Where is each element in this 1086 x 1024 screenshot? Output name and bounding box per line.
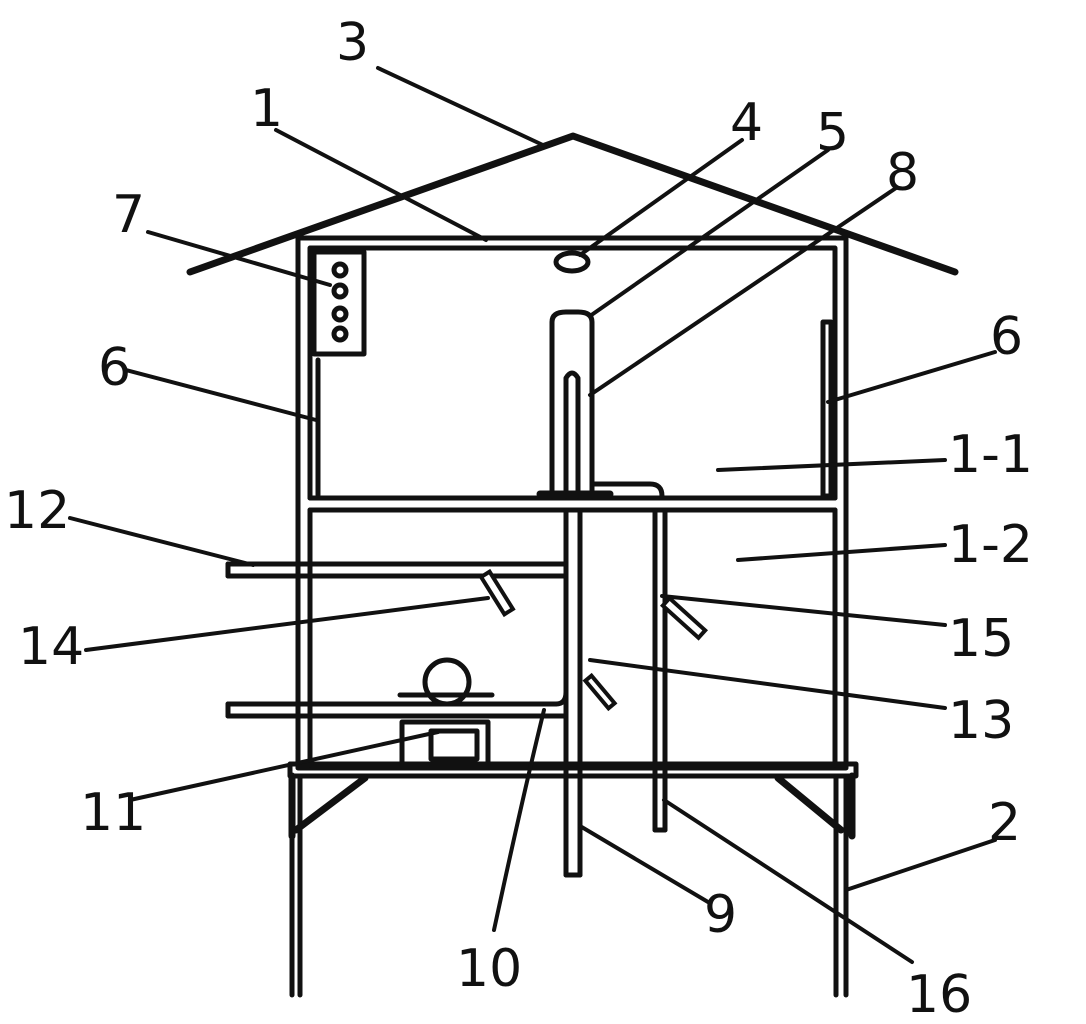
label-6-right: 6	[990, 307, 1023, 367]
label-15: 15	[948, 609, 1014, 669]
leader-5	[588, 148, 830, 318]
base-frame	[287, 761, 859, 779]
panel-knob-2	[331, 282, 349, 300]
leader-16	[662, 798, 914, 964]
leader-4	[578, 138, 744, 257]
control-panel	[311, 249, 367, 357]
label-1: 1	[250, 79, 283, 139]
leader-10	[492, 708, 546, 932]
panel-knob-1	[331, 261, 349, 279]
label-6-left: 6	[98, 338, 131, 398]
leader-1	[274, 128, 488, 242]
leader-12	[68, 516, 255, 567]
leader-1-1	[716, 458, 947, 472]
label-3: 3	[336, 13, 369, 73]
tray-corner	[553, 689, 569, 707]
pump-dome	[422, 657, 472, 707]
label-14: 14	[18, 617, 84, 677]
leader-7	[146, 230, 332, 287]
brace-right	[774, 774, 845, 834]
center-column	[549, 309, 595, 499]
nozzle-15	[659, 595, 709, 641]
column-slot	[563, 370, 581, 499]
leader-15	[660, 594, 947, 627]
label-10: 10	[456, 939, 522, 999]
leader-6-right	[826, 350, 997, 404]
label-9: 9	[704, 885, 737, 945]
label-4: 4	[730, 93, 763, 153]
leader-14	[84, 596, 490, 652]
leader-11	[128, 730, 440, 802]
pump-box	[428, 728, 480, 762]
label-16: 16	[906, 965, 972, 1024]
leader-6-left	[124, 368, 318, 422]
leader-9	[578, 824, 710, 904]
panel-knob-3	[331, 305, 349, 323]
label-5: 5	[816, 103, 849, 163]
nozzle-14	[478, 568, 516, 618]
nozzle-13	[582, 672, 618, 712]
lamp	[553, 250, 591, 274]
label-13: 13	[948, 691, 1014, 751]
roof	[186, 132, 959, 276]
leader-8	[588, 186, 898, 397]
panel-knob-4	[331, 325, 349, 343]
brace-left	[292, 774, 369, 834]
label-1-1: 1-1	[948, 425, 1033, 485]
leader-13	[588, 658, 947, 710]
label-1-2: 1-2	[948, 515, 1033, 575]
label-2: 2	[988, 793, 1021, 853]
leader-1-2	[736, 543, 947, 562]
label-7: 7	[112, 185, 145, 245]
sensor-right	[820, 319, 834, 499]
label-12: 12	[4, 481, 70, 541]
leader-2	[844, 838, 997, 892]
label-11: 11	[80, 783, 146, 843]
leader-3	[376, 66, 547, 148]
housing-outer-wall	[295, 235, 849, 771]
label-8: 8	[886, 143, 919, 203]
bent-pipe-upper	[589, 481, 665, 499]
